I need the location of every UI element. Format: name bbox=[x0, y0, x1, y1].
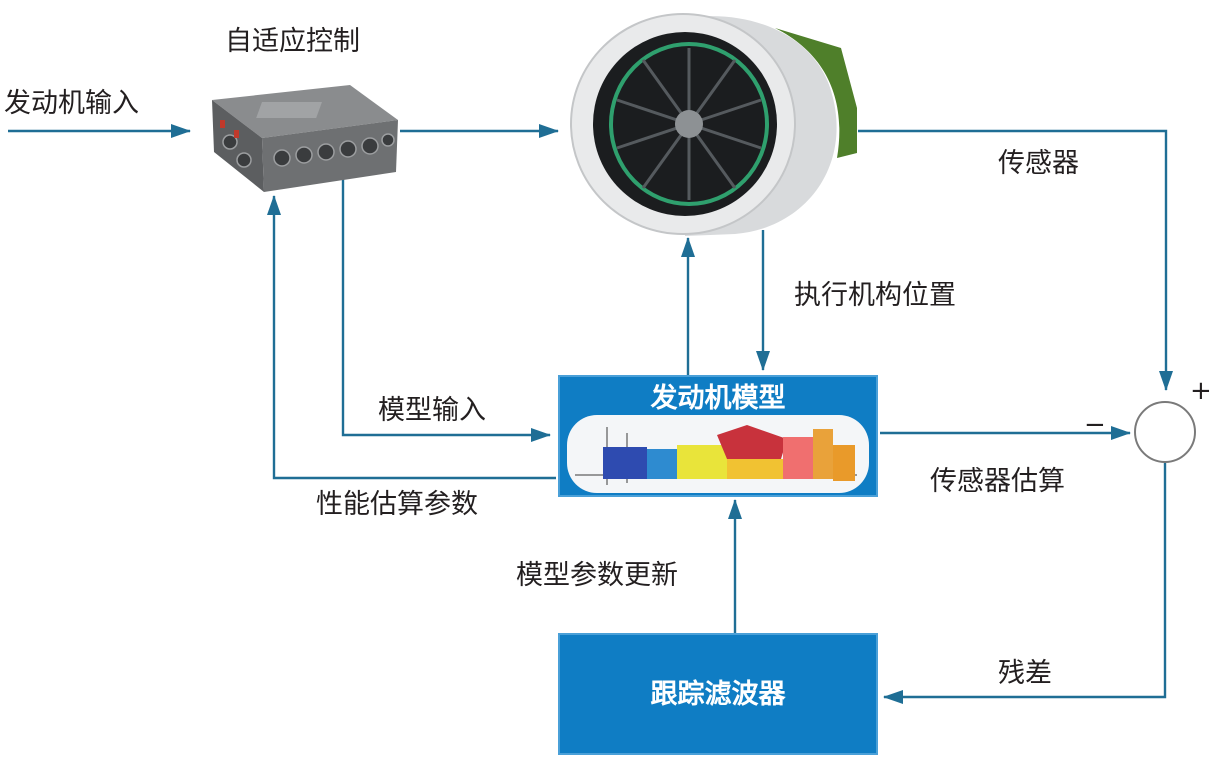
engine-model-block: 发动机模型 bbox=[558, 375, 878, 497]
label-sensor: 传感器 bbox=[998, 148, 1079, 179]
engine-image bbox=[570, 13, 857, 236]
summing-junction bbox=[1134, 401, 1196, 463]
label-model-param-update: 模型参数更新 bbox=[516, 560, 678, 591]
engine-cross-section-image bbox=[567, 415, 869, 493]
label-actuator-position: 执行机构位置 bbox=[794, 280, 956, 311]
arrow-model-input bbox=[341, 176, 551, 442]
junction-plus-sign: + bbox=[1190, 376, 1212, 406]
label-performance-estimate: 性能估算参数 bbox=[316, 489, 478, 520]
label-sensor-estimate: 传感器估算 bbox=[930, 466, 1065, 497]
arrow-sensor-to-junction bbox=[858, 129, 1173, 391]
label-engine-input: 发动机输入 bbox=[4, 88, 139, 119]
arrow-performance-estimate bbox=[267, 195, 556, 480]
label-residual: 残差 bbox=[998, 658, 1052, 689]
arrow-residual bbox=[883, 463, 1167, 704]
junction-minus-sign: − bbox=[1084, 410, 1106, 440]
tracking-filter-block: 跟踪滤波器 bbox=[558, 633, 878, 755]
adaptive-controller-image bbox=[212, 85, 398, 192]
label-adaptive-control: 自适应控制 bbox=[225, 26, 360, 57]
tracking-filter-title: 跟踪滤波器 bbox=[650, 679, 786, 710]
engine-model-title: 发动机模型 bbox=[650, 383, 786, 414]
label-model-input: 模型输入 bbox=[378, 395, 486, 426]
